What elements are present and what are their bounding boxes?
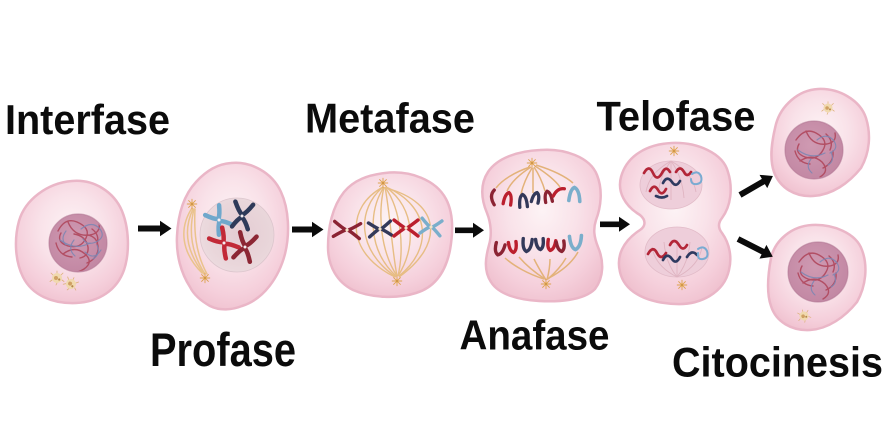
svg-text:Telofase: Telofase — [597, 93, 756, 140]
svg-text:Profase: Profase — [150, 323, 296, 376]
svg-text:Citocinesis: Citocinesis — [672, 339, 883, 386]
svg-text:Interfase: Interfase — [5, 96, 170, 143]
svg-text:Anafase: Anafase — [460, 312, 610, 359]
svg-text:Metafase: Metafase — [305, 95, 475, 142]
